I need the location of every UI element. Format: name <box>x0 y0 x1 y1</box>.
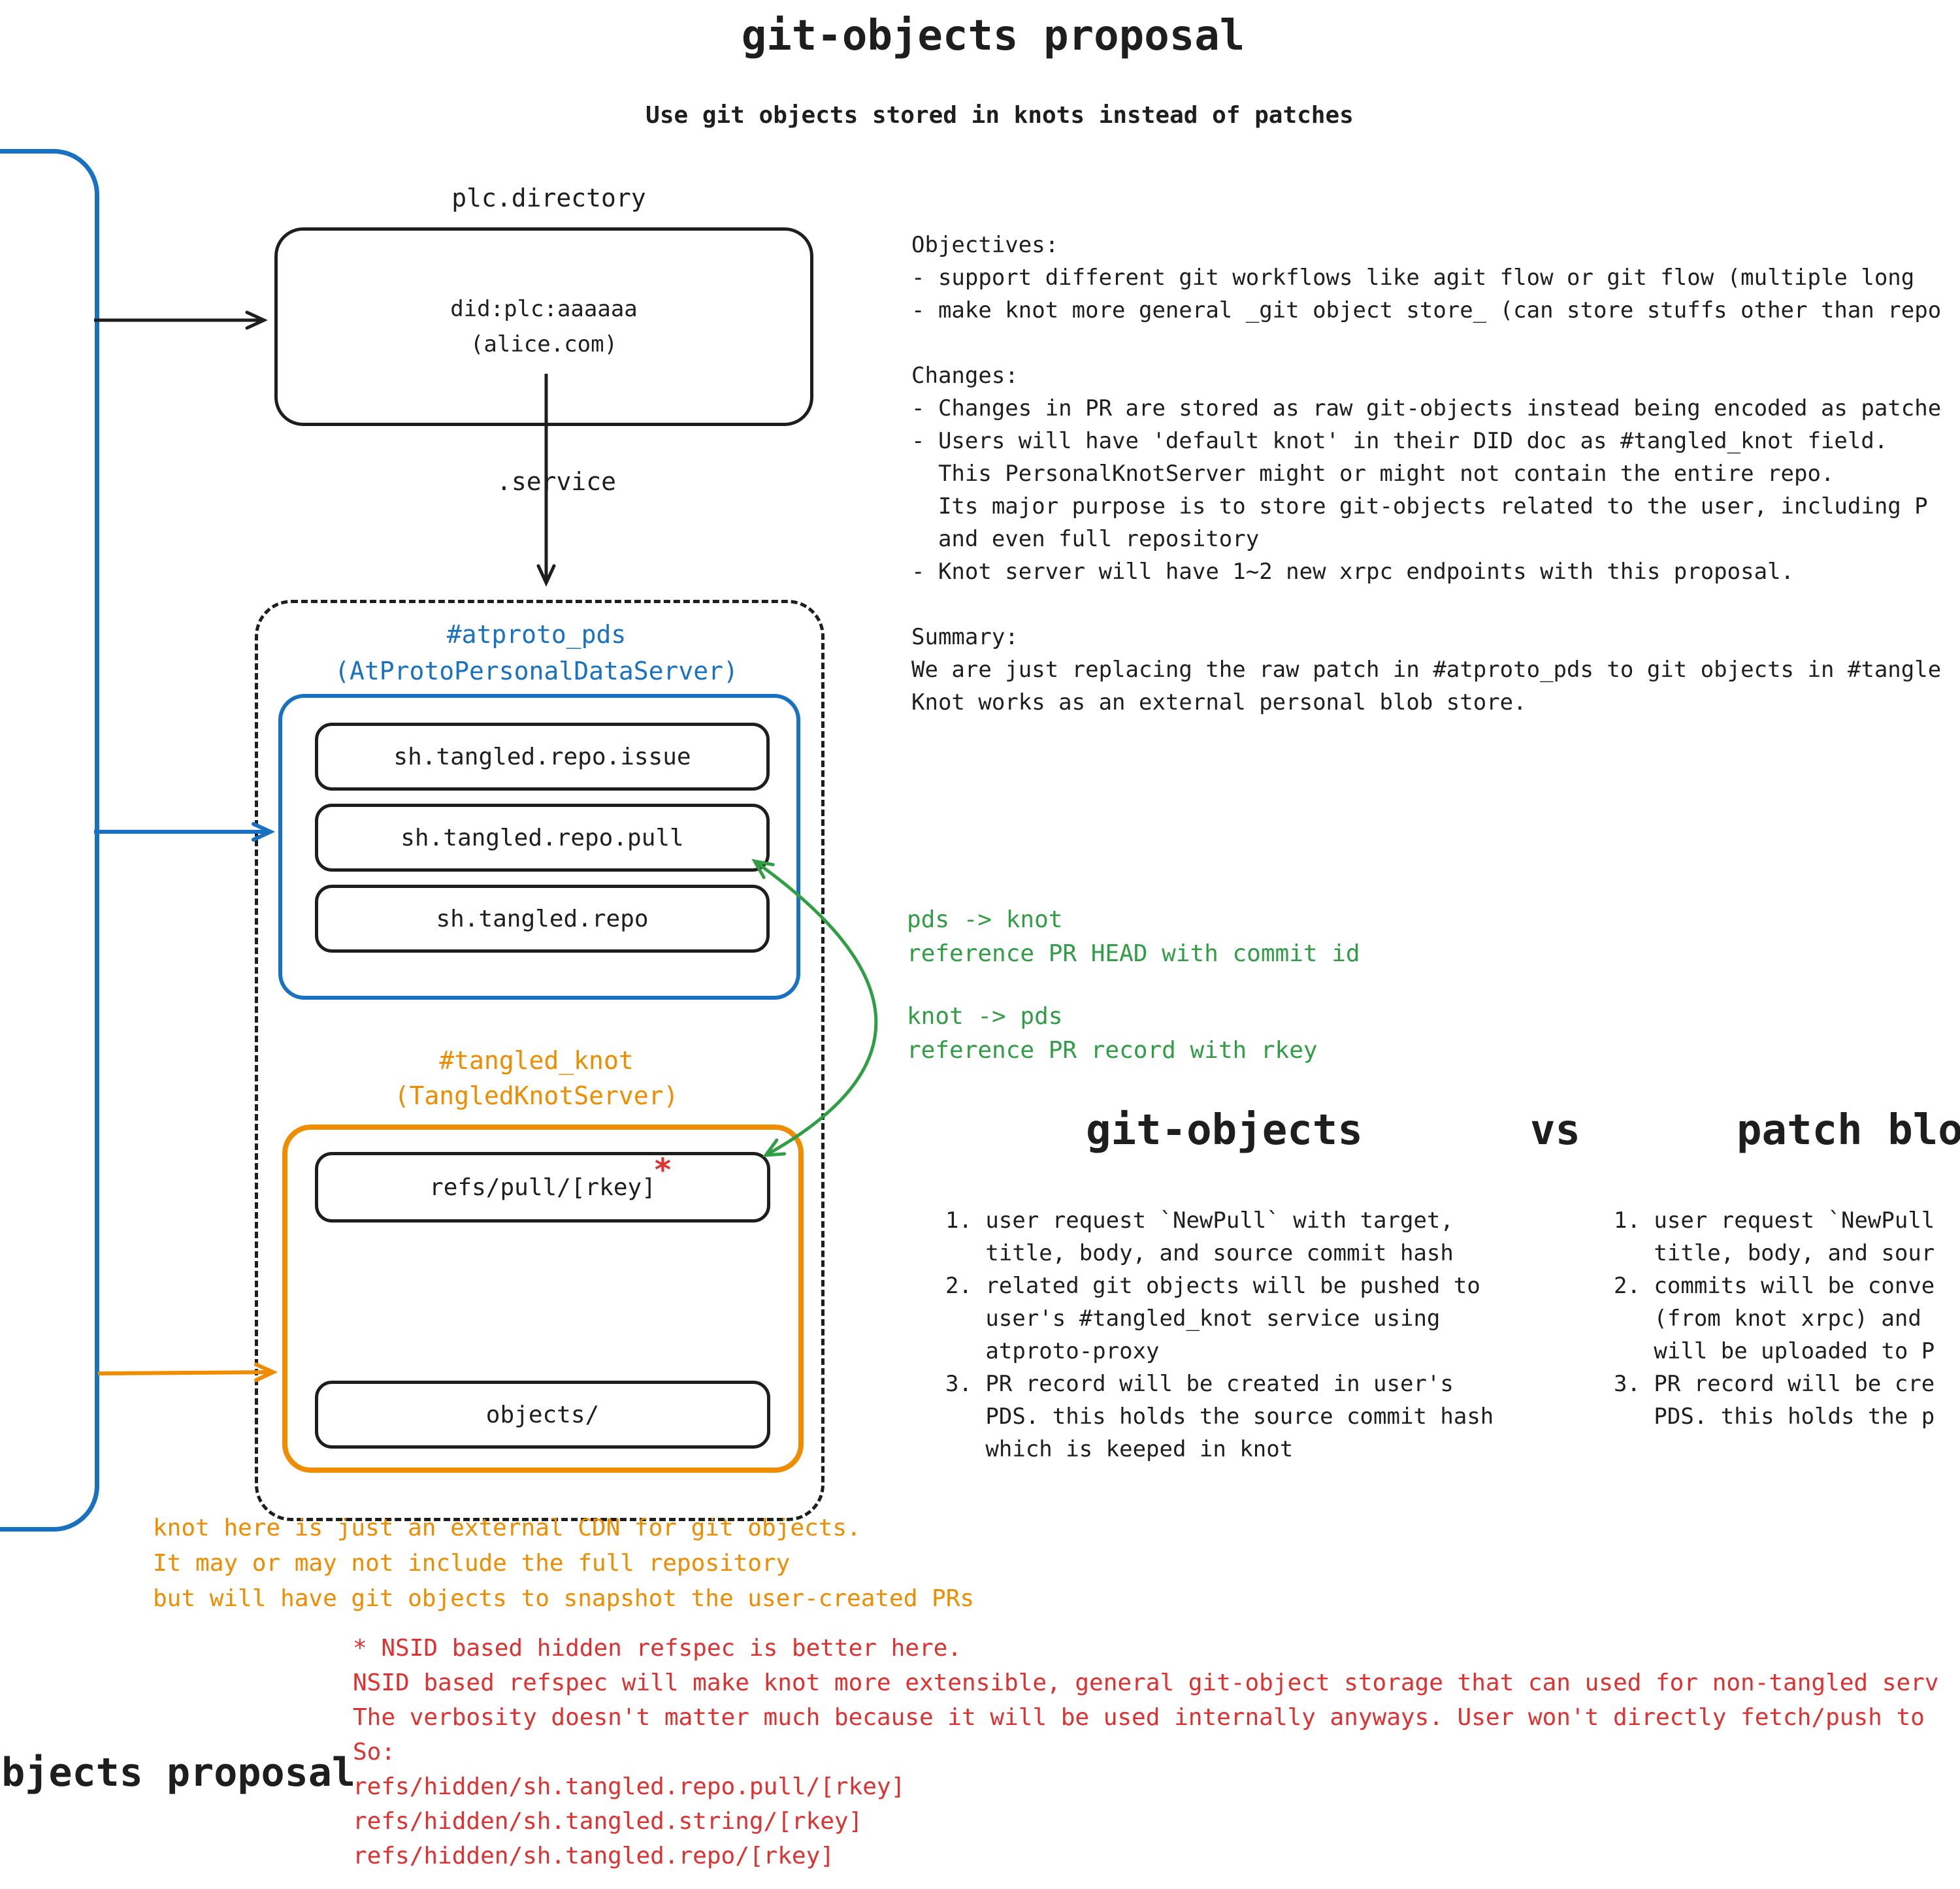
arrow-user-to-knot <box>97 1362 278 1383</box>
pds-name: (AtProtoPersonalDataServer) <box>335 657 738 685</box>
knot-tag: #tangled_knot <box>439 1046 634 1075</box>
clipped-section-title: objects proposal <box>0 1750 355 1796</box>
plc-did-box: did:plc:aaaaaa (alice.com) <box>274 227 813 426</box>
pds-box <box>278 694 800 1000</box>
nsid-note: * NSID based hidden refspec is better he… <box>353 1635 1939 1869</box>
objects-box: objects/ <box>315 1381 770 1449</box>
knot-box <box>282 1125 804 1473</box>
comparison-steps-right: 1. user request `NewPull title, body, an… <box>1614 1207 1935 1430</box>
plc-directory-label: plc.directory <box>451 184 646 212</box>
page-subtitle: Use git objects stored in knots instead … <box>645 102 1354 129</box>
comparison-title-left: git-objects <box>1086 1106 1363 1155</box>
record-box-repo: sh.tangled.repo <box>315 885 770 953</box>
refspec-label: refs/pull/[rkey] <box>429 1174 656 1201</box>
record-box-pull: sh.tangled.repo.pull <box>315 804 770 872</box>
record-box-issue: sh.tangled.repo.issue <box>315 723 770 791</box>
refspec-asterisk: * <box>653 1152 672 1189</box>
record-label-pull: sh.tangled.repo.pull <box>400 824 684 851</box>
record-label-repo: sh.tangled.repo <box>436 905 649 932</box>
refspec-box: refs/pull/[rkey] <box>315 1152 770 1223</box>
user-frame-clipped <box>0 149 99 1532</box>
service-label: .service <box>491 465 622 498</box>
record-label-issue: sh.tangled.repo.issue <box>393 743 691 770</box>
knot-cdn-note: knot here is just an external CDN for gi… <box>153 1515 975 1612</box>
note-pds-to-knot: pds -> knot reference PR HEAD with commi… <box>907 906 1360 967</box>
knot-name: (TangledKnotServer) <box>394 1081 679 1110</box>
objects-label: objects/ <box>485 1401 600 1428</box>
comparison-title-right: patch blob <box>1737 1106 1960 1155</box>
note-knot-to-pds: knot -> pds reference PR record with rke… <box>907 1003 1318 1064</box>
pds-tag: #atproto_pds <box>446 620 627 649</box>
plc-did-text: did:plc:aaaaaa (alice.com) <box>450 296 638 357</box>
comparison-vs: vs <box>1530 1106 1581 1155</box>
objectives-note: Objectives: - support different git work… <box>911 232 1942 715</box>
page-title: git-objects proposal <box>741 12 1245 60</box>
comparison-steps-left: 1. user request `NewPull` with target, t… <box>945 1207 1494 1462</box>
